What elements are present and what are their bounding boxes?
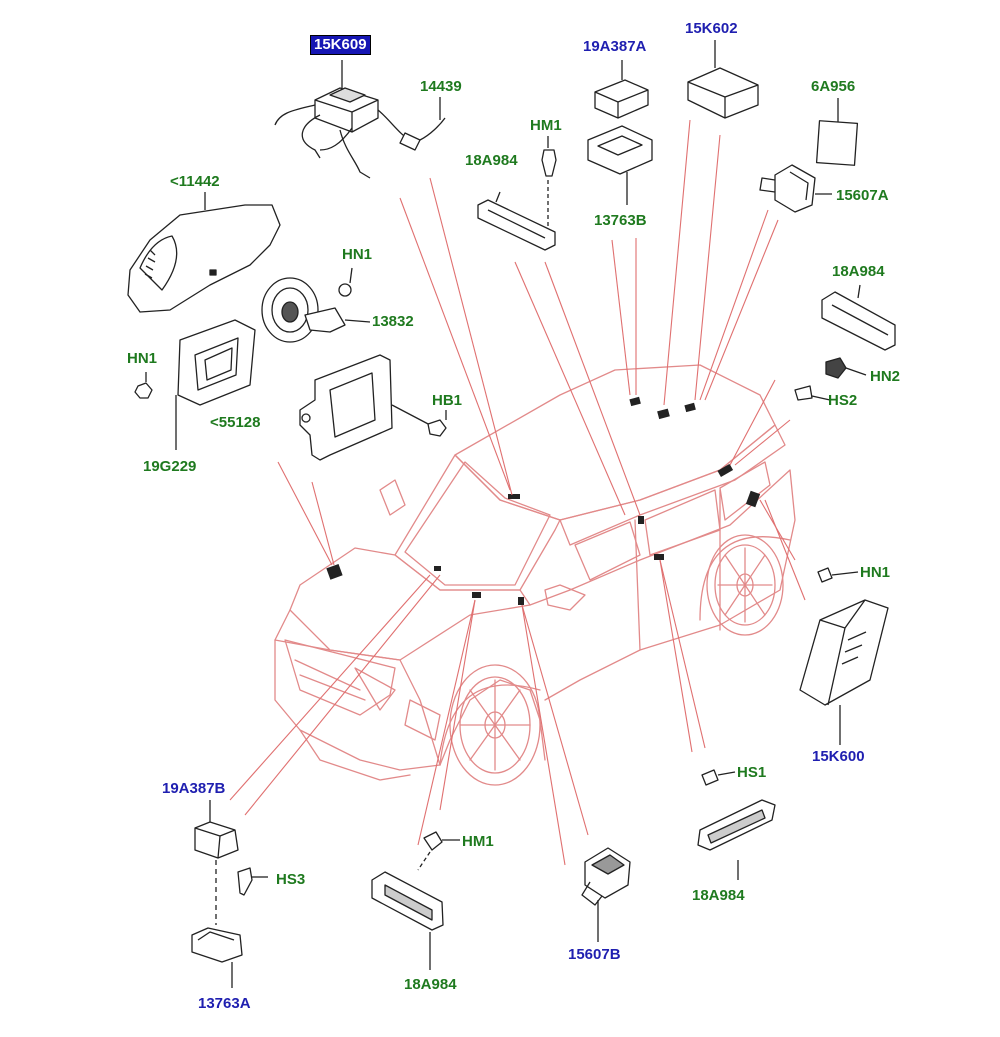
part-15607b-sensor: [581, 847, 631, 942]
label-15k600[interactable]: 15K600: [812, 748, 865, 765]
label-19a387a[interactable]: 19A387A: [583, 38, 647, 55]
label-11442[interactable]: <11442: [170, 173, 220, 190]
label-18a984-bottom-right[interactable]: 18A984: [692, 887, 745, 904]
label-15607b[interactable]: 15607B: [568, 946, 621, 963]
vehicle-module-markers: [326, 396, 761, 605]
part-hm1-clip-top: [541, 136, 557, 230]
part-15k602-module: [687, 40, 759, 119]
label-18a984-right[interactable]: 18A984: [832, 263, 885, 280]
label-hs2[interactable]: HS2: [828, 392, 858, 409]
label-hm1-top[interactable]: HM1: [530, 117, 562, 134]
label-hb1[interactable]: HB1: [432, 392, 463, 409]
label-hm1-bottom[interactable]: HM1: [462, 833, 494, 850]
part-19g229-sensor: [134, 319, 256, 450]
part-15607a-sensor: [759, 164, 832, 213]
label-hn2[interactable]: HN2: [870, 368, 901, 385]
part-18a984-bottom: [371, 831, 460, 970]
label-19a387b[interactable]: 19A387B: [162, 780, 226, 797]
label-hs1[interactable]: HS1: [737, 764, 767, 781]
label-13763a[interactable]: 13763A: [198, 995, 251, 1012]
part-hn2-hs2-fasteners: [794, 357, 867, 401]
label-15607a[interactable]: 15607A: [836, 187, 889, 204]
label-6a956[interactable]: 6A956: [811, 78, 856, 95]
label-hs3[interactable]: HS3: [276, 871, 306, 888]
part-11442-cover: [127, 192, 281, 313]
leader-lines: [229, 119, 806, 866]
label-hn1-c[interactable]: HN1: [860, 564, 891, 581]
label-55128[interactable]: <55128: [210, 414, 261, 431]
label-13763b[interactable]: 13763B: [594, 212, 647, 229]
vehicle-outline: [274, 364, 796, 786]
part-18a984-top: [477, 191, 556, 251]
part-18a984-bottom-right: [697, 769, 776, 880]
part-13832-horn: [261, 267, 371, 343]
part-19a387a-module: [594, 60, 649, 119]
part-55128-bracket: [299, 354, 447, 461]
parts-illustrations: [127, 40, 896, 988]
label-hn1-b[interactable]: HN1: [127, 350, 158, 367]
label-14439[interactable]: 14439: [420, 78, 462, 95]
part-18a984-right: [821, 284, 896, 351]
label-hn1-a[interactable]: HN1: [342, 246, 373, 263]
label-15k602[interactable]: 15K602: [685, 20, 738, 37]
label-18a984-top[interactable]: 18A984: [465, 152, 518, 169]
part-15k609-module: [274, 60, 446, 179]
part-15k600-module: [799, 567, 889, 745]
label-18a984-bottom[interactable]: 18A984: [404, 976, 457, 993]
label-15k609[interactable]: 15K609: [310, 35, 371, 55]
part-6a956-pad: [815, 120, 859, 166]
label-19g229[interactable]: 19G229: [143, 458, 197, 475]
label-13832[interactable]: 13832: [372, 313, 414, 330]
part-13763b-bracket: [587, 125, 653, 205]
part-19a387b-module: [191, 800, 268, 988]
